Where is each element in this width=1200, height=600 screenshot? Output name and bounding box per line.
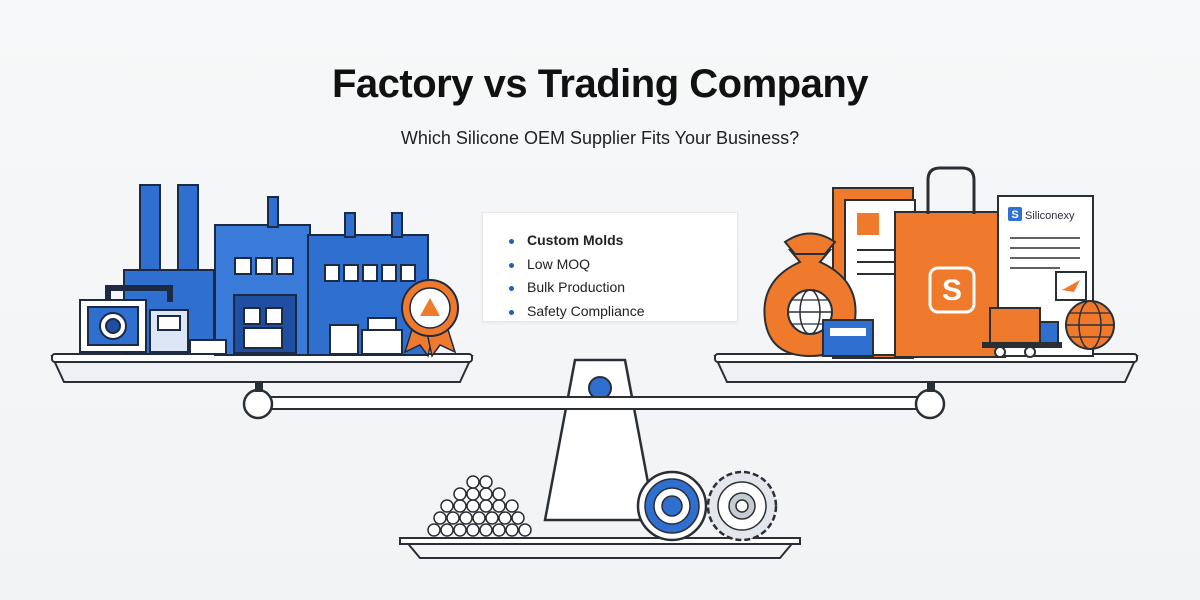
- certification-badge-icon: [401, 279, 459, 358]
- silicone-roll-blue: [636, 470, 708, 542]
- page-title: Factory vs Trading Company: [331, 62, 869, 106]
- features-list: Custom Molds Low MOQ Bulk Production Saf…: [483, 213, 737, 323]
- feature-item: Low MOQ: [507, 253, 737, 277]
- factory-illustration: [79, 184, 429, 356]
- bag-logo-letter: S: [942, 274, 962, 307]
- feature-item: Bulk Production: [507, 276, 737, 300]
- feature-item: Safety Compliance: [507, 300, 737, 324]
- silicone-pellets: [427, 475, 532, 537]
- document-brand-header: S Siliconexy: [1008, 207, 1075, 222]
- features-card: Custom Molds Low MOQ Bulk Production Saf…: [482, 212, 738, 322]
- balance-scale: [50, 353, 1139, 559]
- brand-logo-icon: S: [928, 266, 976, 314]
- trading-illustration: [763, 166, 1115, 359]
- gear-icon: [706, 470, 778, 542]
- svg-text:S: S: [1011, 209, 1018, 221]
- page-subtitle: Which Silicone OEM Supplier Fits Your Bu…: [400, 128, 800, 148]
- feature-item: Custom Molds: [507, 229, 737, 253]
- brand-name-text: Siliconexy: [1025, 210, 1075, 222]
